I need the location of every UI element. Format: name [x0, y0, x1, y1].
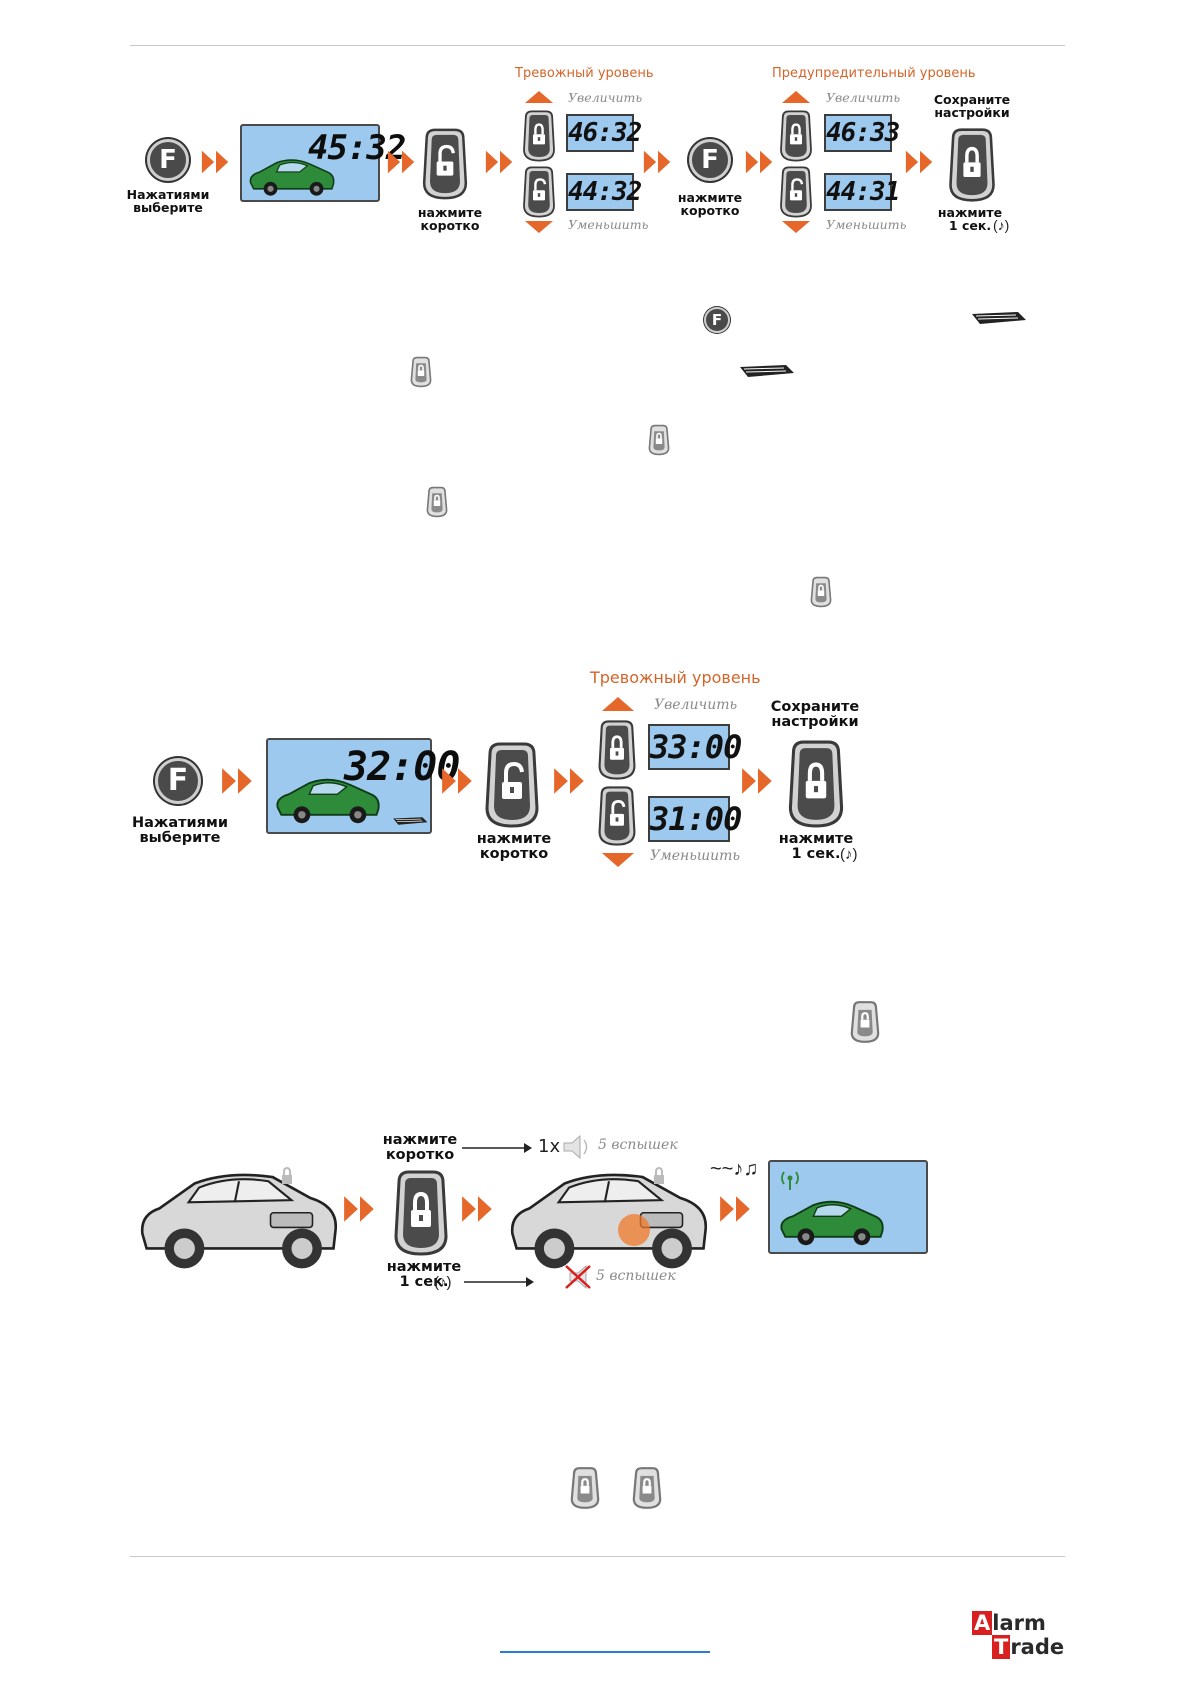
- lcd-display: [768, 1160, 928, 1254]
- increase-arrow-icon: [525, 91, 553, 103]
- footer-link-underline[interactable]: [500, 1651, 710, 1653]
- save-settings-label: Сохраните настройки: [933, 92, 1011, 120]
- lock-mini-icon: [408, 356, 434, 388]
- brand-line-1: larm: [992, 1611, 1046, 1635]
- lcd-display: 45:32: [240, 124, 406, 202]
- arrow-icon: [484, 148, 516, 176]
- decrease-arrow-icon: [602, 853, 634, 867]
- lock-button-icon: [420, 128, 470, 200]
- alarm-level-title: Тревожный уровень: [515, 66, 654, 81]
- arrow-icon: [220, 766, 256, 796]
- music-note-icon: (♪): [993, 217, 1010, 233]
- lock-up-icon: [521, 110, 557, 162]
- decrease-label: Уменьшить: [650, 848, 741, 864]
- press-short-label: нажмите коротко: [417, 205, 483, 233]
- warn-down-value: 44:31: [824, 173, 900, 211]
- decrease-arrow-icon: [782, 221, 810, 233]
- f-button: F: [155, 758, 201, 804]
- lcd-time: 32:00: [344, 744, 460, 790]
- lock-up-icon: [778, 110, 814, 162]
- header-rule: [130, 45, 1065, 46]
- f-button-label: Нажатиями выберите: [126, 187, 210, 215]
- lock-mini-icon: [646, 424, 672, 456]
- alarm-level-title: Тревожный уровень: [590, 668, 761, 687]
- f-button: F: [147, 139, 189, 181]
- flashes-label: 5 вспышек: [596, 1268, 676, 1284]
- warn-up-value: 46:33: [824, 114, 900, 152]
- increase-label: Увеличить: [568, 90, 643, 105]
- down-value: 31:00: [648, 796, 742, 842]
- arrow-icon: [642, 148, 674, 176]
- press-1-sec-label: нажмите 1 сек.: [386, 1259, 462, 1290]
- lock-small-icon: [654, 1166, 664, 1184]
- increase-arrow-icon: [782, 91, 810, 103]
- warn-level-title: Предупредительный уровень: [772, 66, 976, 81]
- alarm-trade-logo: Alarm Trade: [972, 1611, 1065, 1659]
- decrease-label: Уменьшить: [826, 217, 907, 232]
- lock-mini-icon: [848, 1000, 882, 1044]
- arrow-icon: [342, 1194, 378, 1224]
- siren-icon: [563, 1134, 588, 1160]
- antenna-icon: [781, 1171, 799, 1190]
- boat-icon: [392, 814, 430, 828]
- arrow-icon: [744, 148, 776, 176]
- arrow-icon: [200, 148, 232, 176]
- lock-mini-icon: [808, 576, 834, 608]
- arrow-icon: [386, 148, 418, 176]
- arrow-icon: [552, 766, 588, 796]
- save-settings-label: Сохраните настройки: [770, 699, 860, 730]
- lock-up-icon: [596, 720, 638, 780]
- alarm-up-value: 46:32: [566, 114, 642, 152]
- boat-icon: [970, 308, 1030, 328]
- sound-notes-icon: ~~♪♫: [710, 1158, 759, 1180]
- f-button: F: [689, 139, 731, 181]
- arrow-icon: [718, 1194, 754, 1224]
- lock-button-icon: [482, 742, 542, 828]
- press-short-label: нажмите коротко: [382, 1132, 458, 1163]
- increase-arrow-icon: [602, 697, 634, 711]
- arrow-line-icon: [462, 1143, 532, 1153]
- boat-icon: [738, 361, 798, 381]
- unlock-down-icon: [596, 786, 638, 846]
- press-short-label: нажмите коротко: [476, 831, 552, 862]
- alarm-down-value: 44:32: [566, 173, 642, 211]
- lock-button-icon: [390, 1170, 452, 1256]
- lock-mini-icon: [424, 486, 450, 518]
- f-button-inline-icon: F: [704, 307, 730, 333]
- unlock-mini-icon: [630, 1466, 664, 1510]
- press-short-label: нажмите коротко: [677, 190, 743, 218]
- decrease-label: Уменьшить: [568, 217, 649, 232]
- one-x-label: 1x: [538, 1136, 561, 1157]
- car-icon: [776, 1188, 888, 1252]
- decrease-arrow-icon: [525, 221, 553, 233]
- press-1-sec-label: нажмите 1 сек.: [937, 205, 1003, 233]
- f-button-label: Нажатиями выберите: [131, 815, 229, 846]
- lock-button-icon: [785, 740, 847, 828]
- arrow-icon: [460, 1194, 496, 1224]
- music-note-icon: (♪): [434, 1274, 452, 1291]
- increase-label: Увеличить: [654, 697, 738, 713]
- cross-siren-icon: [565, 1264, 591, 1290]
- arrow-icon: [440, 766, 476, 796]
- up-value: 33:00: [648, 724, 742, 770]
- footer-rule: [130, 1556, 1065, 1557]
- flashes-label: 5 вспышек: [598, 1137, 678, 1153]
- lcd-display: 32:00: [266, 738, 460, 834]
- unlock-down-icon: [778, 166, 814, 218]
- car-image: [134, 1160, 344, 1276]
- increase-label: Увеличить: [826, 90, 901, 105]
- unlock-down-icon: [521, 166, 557, 218]
- arrow-icon: [740, 766, 776, 796]
- press-1-sec-label: нажмите 1 сек.: [778, 831, 854, 862]
- music-note-icon: (♪): [840, 846, 858, 863]
- brand-line-2: rade: [1010, 1635, 1065, 1659]
- lock-mini-icon: [568, 1466, 602, 1510]
- car-image-flash: [504, 1160, 714, 1276]
- lock-small-icon: [282, 1166, 292, 1184]
- arrow-line-icon: [464, 1277, 534, 1287]
- arrow-icon: [904, 148, 936, 176]
- lock-button-icon: [945, 128, 999, 202]
